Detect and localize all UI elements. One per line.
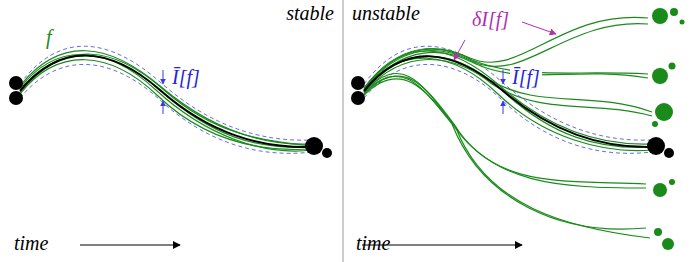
divider [343,0,344,262]
end-states [351,8,685,250]
panel-title: stable [284,2,336,24]
stable-panel [9,46,332,245]
axis-label: time [12,232,50,254]
curve-label: f [44,26,54,48]
unstable-panel [362,17,652,245]
panel-title: unstable [350,2,422,24]
axis-label: time [354,232,392,254]
average-label: Ī[f] [170,66,202,88]
variance-label: δI[f] [470,8,511,30]
average-label: Ī[f] [510,66,542,88]
